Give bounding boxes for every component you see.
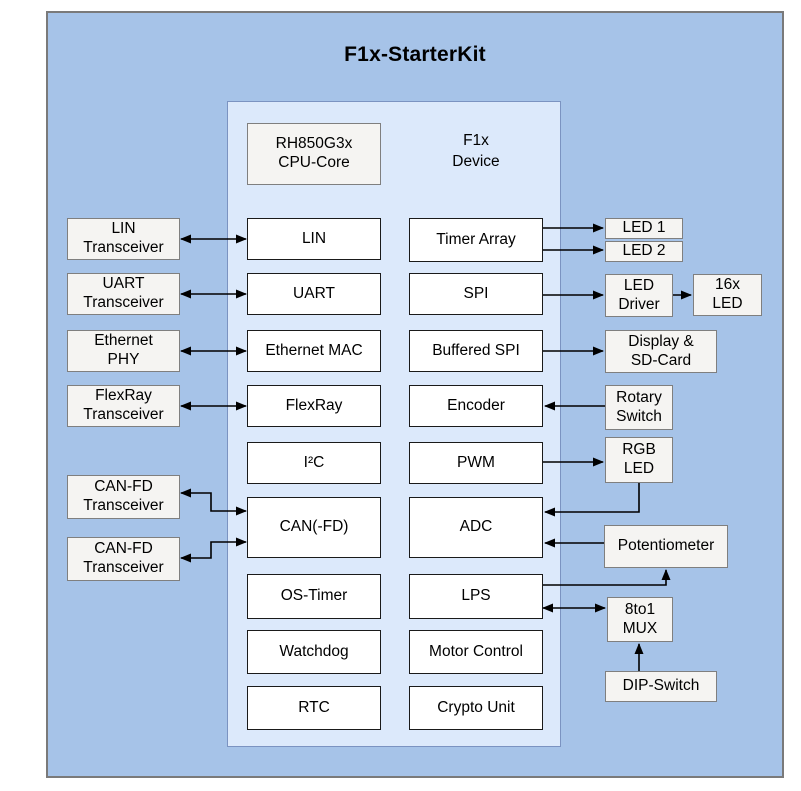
module-encoder: Encoder	[409, 385, 543, 427]
peripheral-dip-switch: DIP-Switch	[605, 671, 717, 702]
peripheral-led-1: LED 1	[605, 218, 683, 239]
peripheral-can-fd-transceiver-2: CAN-FD Transceiver	[67, 537, 180, 581]
module-watchdog: Watchdog	[247, 630, 381, 674]
peripheral-flexray-transceiver: FlexRay Transceiver	[67, 385, 180, 427]
module-uart: UART	[247, 273, 381, 315]
diagram-title: F1x-StarterKit	[344, 43, 486, 66]
peripheral-ethernet-phy: Ethernet PHY	[67, 330, 180, 372]
peripheral-lin-transceiver: LIN Transceiver	[67, 218, 180, 260]
peripheral-display-sd-card: Display & SD-Card	[605, 330, 717, 373]
peripheral-can-fd-transceiver-1: CAN-FD Transceiver	[67, 475, 180, 519]
peripheral-8to1-mux: 8to1 MUX	[607, 597, 673, 642]
cpu-core-header: RH850G3x CPU-Core	[247, 123, 381, 185]
module-flexray: FlexRay	[247, 385, 381, 427]
module-adc: ADC	[409, 497, 543, 558]
module-crypto-unit: Crypto Unit	[409, 686, 543, 730]
module-lin: LIN	[247, 218, 381, 260]
module-rtc: RTC	[247, 686, 381, 730]
peripheral-led-driver: LED Driver	[605, 274, 673, 317]
module-buffered-spi: Buffered SPI	[409, 330, 543, 372]
module-motor-control: Motor Control	[409, 630, 543, 674]
module-can-fd: CAN(-FD)	[247, 497, 381, 558]
module-ethernet-mac: Ethernet MAC	[247, 330, 381, 372]
peripheral-rotary-switch: Rotary Switch	[605, 385, 673, 430]
peripheral-uart-transceiver: UART Transceiver	[67, 273, 180, 315]
module-os-timer: OS-Timer	[247, 574, 381, 619]
module-lps: LPS	[409, 574, 543, 619]
module-spi: SPI	[409, 273, 543, 315]
module-timer-array: Timer Array	[409, 218, 543, 262]
peripheral-potentiometer: Potentiometer	[604, 525, 728, 568]
peripheral-16x-led: 16x LED	[693, 274, 762, 316]
module-pwm: PWM	[409, 442, 543, 484]
device-header: F1x Device	[452, 132, 500, 170]
peripheral-led-2: LED 2	[605, 241, 683, 262]
peripheral-rgb-led: RGB LED	[605, 437, 673, 483]
module-i2c: I²C	[247, 442, 381, 484]
